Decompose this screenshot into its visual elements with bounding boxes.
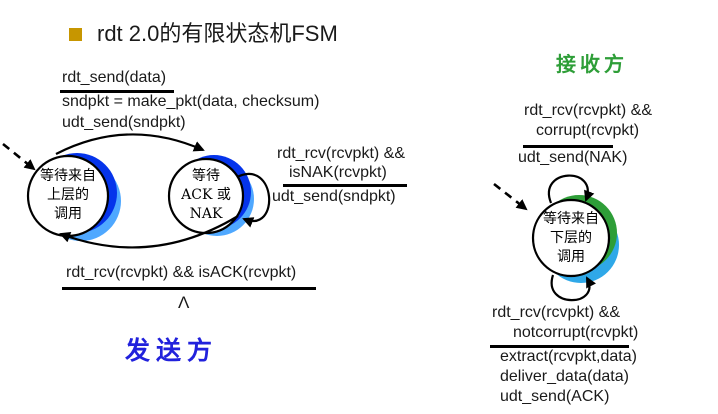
receiver-notcorrupt-action-3: udt_send(ACK) xyxy=(500,388,610,405)
transition-bar xyxy=(283,184,407,187)
transition-bar xyxy=(523,145,613,148)
receiver-notcorrupt-event-line1: rdt_rcv(rcvpkt) && xyxy=(492,304,621,321)
receiver-notcorrupt-action-1: extract(rcvpkt,data) xyxy=(500,348,637,365)
transition-bar xyxy=(60,90,174,93)
transition-bar xyxy=(62,287,316,290)
sender-nak-event-line1: rdt_rcv(rcvpkt) && xyxy=(277,145,406,162)
sender-ack-event: rdt_rcv(rcvpkt) && isACK(rcvpkt) xyxy=(66,264,297,281)
sender-state2-label: 等待 ACK 或 NAK xyxy=(164,167,248,224)
sender-ack-action-lambda: Λ xyxy=(178,293,190,312)
sender-state1-label: 等待来自 上层的 调用 xyxy=(26,167,110,224)
receiver-corrupt-action: udt_send(NAK) xyxy=(518,149,628,166)
receiver-corrupt-selfloop-arc xyxy=(547,174,595,204)
slide-title: rdt 2.0的有限状态机FSM xyxy=(97,21,338,46)
receiver-notcorrupt-action-2: deliver_data(data) xyxy=(500,368,629,385)
sender-state-wait-above xyxy=(26,153,121,241)
sender-nak-event-line2: isNAK(rcvpkt) xyxy=(289,164,387,181)
receiver-notcorrupt-selfloop-arc xyxy=(550,274,597,302)
sender-initial-state-arrow xyxy=(2,142,36,171)
sender-role-label: 发送方 xyxy=(125,336,219,365)
state-label-line: 调用 xyxy=(54,206,82,222)
state-label-line: 等待来自 xyxy=(543,211,599,227)
state-label-line: 上层的 xyxy=(47,187,89,203)
state-label-line: 下层的 xyxy=(550,230,592,246)
state-circle xyxy=(531,198,611,278)
title-bullet-icon xyxy=(69,28,82,41)
receiver-corrupt-event-line2: corrupt(rcvpkt) xyxy=(536,122,640,139)
receiver-notcorrupt-event-line2: notcorrupt(rcvpkt) xyxy=(513,324,639,341)
state-label-line: NAK xyxy=(189,206,223,222)
sender-nak-action: udt_send(sndpkt) xyxy=(272,188,396,205)
transition-bar xyxy=(490,345,629,348)
sender-send-transition-arc xyxy=(55,133,205,155)
receiver-role-label: 接收方 xyxy=(556,52,628,76)
sender-nak-selfloop-arc xyxy=(236,173,271,228)
state-label-line: ACK 或 xyxy=(181,187,231,203)
state-label-line: 等待 xyxy=(192,168,220,184)
sender-send-action-1: sndpkt = make_pkt(data, checksum) xyxy=(62,93,320,110)
receiver-state-label: 等待来自 下层的 调用 xyxy=(529,210,613,267)
sender-send-event: rdt_send(data) xyxy=(62,69,167,86)
receiver-corrupt-event-line1: rdt_rcv(rcvpkt) && xyxy=(524,102,653,119)
state-label-line: 等待来自 xyxy=(40,168,96,184)
receiver-state-wait-below xyxy=(531,195,619,283)
sender-send-action-2: udt_send(sndpkt) xyxy=(62,114,186,131)
state-label-line: 调用 xyxy=(557,249,585,265)
receiver-initial-state-arrow xyxy=(493,182,528,211)
sender-ack-transition-arc xyxy=(59,215,239,249)
